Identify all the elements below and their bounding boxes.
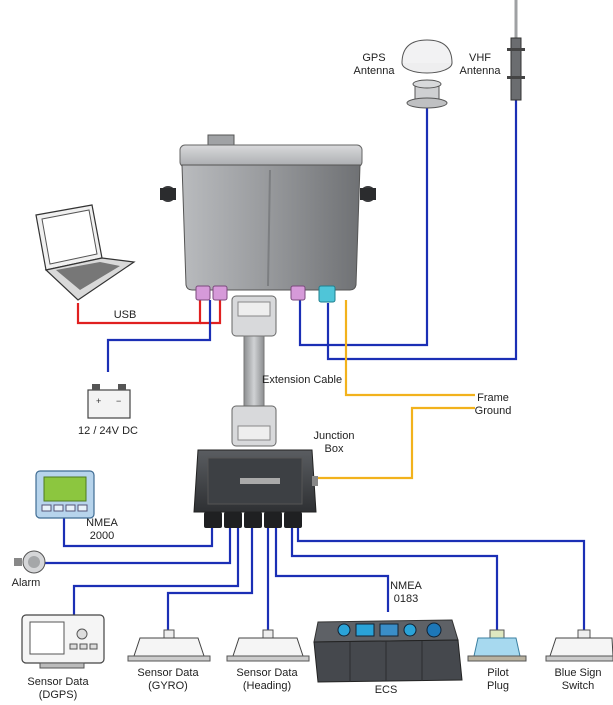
svg-text:+: + xyxy=(96,396,101,406)
power-cable xyxy=(106,300,212,372)
nmea0183-label: NMEA 0183 xyxy=(390,580,422,605)
battery-icon: + − xyxy=(87,384,131,419)
laptop-icon xyxy=(35,204,136,301)
sensor-dgps-label: Sensor Data (DGPS) xyxy=(27,676,89,701)
sensor-gyro-label: Sensor Data (GYRO) xyxy=(137,667,199,692)
gps-antenna-icon xyxy=(401,39,453,109)
junction-box-icon xyxy=(193,449,318,528)
frame-ground-label: Frame Ground xyxy=(474,392,512,417)
blue-sign-switch-label: Blue Sign Switch xyxy=(554,667,602,692)
power-label: 12 / 24V DC xyxy=(78,425,138,437)
gyro-sensor-icon xyxy=(127,629,211,662)
usb-label: USB xyxy=(113,309,137,321)
pilot-plug-icon xyxy=(467,629,527,662)
blue-sign-switch-icon xyxy=(545,629,613,662)
frame-ground-cable xyxy=(318,300,475,480)
heading-sensor-icon xyxy=(226,629,310,662)
pilot-plug-label: Pilot Plug xyxy=(486,667,510,692)
extension-cable-icon xyxy=(231,295,277,447)
alarm-label: Alarm xyxy=(11,577,41,589)
gps-antenna-label: GPS Antenna xyxy=(353,52,395,77)
vhf-antenna-cable xyxy=(326,100,518,361)
sensor-heading-label: Sensor Data (Heading) xyxy=(236,667,298,692)
vhf-antenna-label: VHF Antenna xyxy=(459,52,501,77)
svg-text:−: − xyxy=(116,396,121,406)
dgps-device-icon xyxy=(21,614,105,669)
nmea2000-label: NMEA 2000 xyxy=(86,517,118,542)
ecs-label: ECS xyxy=(374,684,398,696)
junction-box-cables xyxy=(44,518,586,630)
usb-cable xyxy=(76,300,222,325)
extension-cable-label: Extension Cable xyxy=(262,374,343,386)
vhf-antenna-icon xyxy=(507,0,525,101)
main-unit-icon xyxy=(160,134,376,303)
alarm-icon xyxy=(14,550,46,574)
gps-antenna-cable xyxy=(298,107,429,347)
nmea2000-display-icon xyxy=(35,470,95,519)
ecs-console-icon xyxy=(313,619,463,683)
junction-box-label: Junction Box xyxy=(313,430,355,455)
